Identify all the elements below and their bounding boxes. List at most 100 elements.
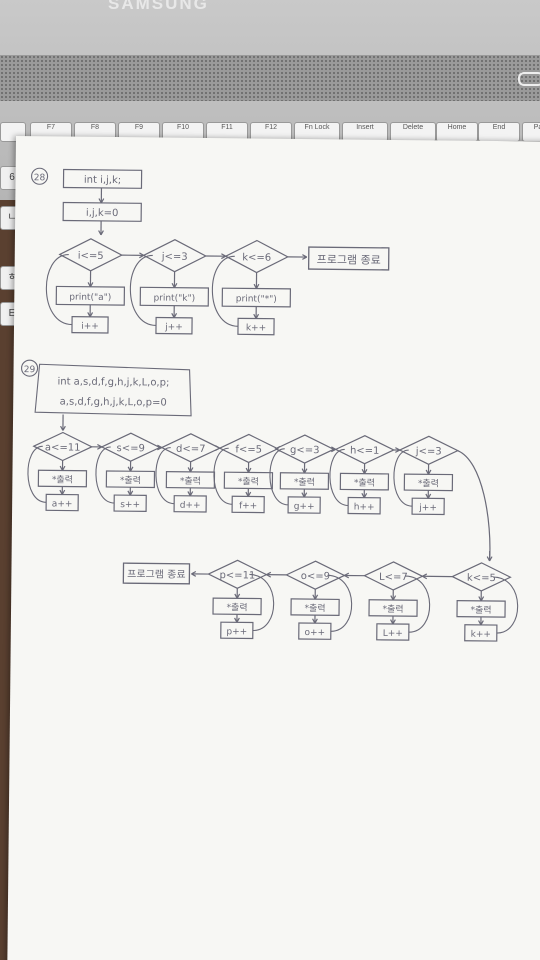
process-label: *출력 bbox=[180, 475, 201, 487]
process-label: f++ bbox=[239, 501, 257, 511]
loop-back-arrow bbox=[493, 576, 519, 634]
loop-back-arrow bbox=[393, 449, 413, 507]
arrow-head bbox=[245, 491, 252, 497]
process-label: *출력 bbox=[304, 602, 325, 614]
loop-back-arrow bbox=[95, 446, 115, 504]
process-label: *출력 bbox=[52, 473, 73, 485]
process-label: s++ bbox=[120, 500, 140, 510]
decision-diamond bbox=[207, 559, 268, 590]
arrow-head bbox=[390, 595, 397, 601]
indicator-light bbox=[518, 72, 540, 86]
arrow-head bbox=[97, 443, 103, 450]
arrow-head bbox=[361, 468, 368, 474]
loop-back-arrow bbox=[405, 575, 431, 633]
decision-label: p<=11 bbox=[219, 570, 255, 581]
decision-label: k<=6 bbox=[242, 252, 271, 263]
process-label: *출력 bbox=[418, 477, 439, 489]
arrow-head bbox=[139, 252, 145, 259]
process-label: i,j,k=0 bbox=[86, 208, 119, 219]
arrow-head bbox=[171, 282, 178, 288]
arrow-head bbox=[187, 467, 194, 473]
process-label: p++ bbox=[226, 627, 247, 637]
arrow-head bbox=[127, 466, 134, 472]
process-label: *출력 bbox=[120, 474, 141, 486]
arrow-head bbox=[344, 572, 350, 579]
process-label: int i,j,k; bbox=[84, 175, 121, 186]
process-label: g++ bbox=[294, 502, 315, 512]
decision-label: h<=1 bbox=[350, 446, 380, 457]
decision-label: d<=7 bbox=[176, 444, 206, 455]
loop-back-arrow bbox=[249, 573, 275, 632]
speaker-grille bbox=[0, 55, 540, 101]
problem-number: 29 bbox=[24, 365, 36, 375]
key-end: End bbox=[478, 122, 520, 142]
process-label: j++ bbox=[164, 323, 183, 333]
arrow-head bbox=[312, 618, 318, 624]
arrow-head bbox=[221, 253, 227, 260]
flow-connector bbox=[457, 450, 491, 562]
decision-label: o<=9 bbox=[301, 571, 330, 582]
process-label: *출력 bbox=[294, 476, 315, 488]
samsung-logo: SAMSUNG bbox=[108, 0, 209, 13]
arrow-head bbox=[253, 313, 260, 319]
decision-label: g<=3 bbox=[290, 445, 320, 456]
process-label: d++ bbox=[180, 501, 201, 511]
loop-back-arrow bbox=[327, 574, 353, 632]
problem-number: 28 bbox=[34, 173, 46, 183]
end-label: 프로그램 종료 bbox=[127, 568, 186, 581]
end-box bbox=[122, 562, 191, 585]
arrow-head bbox=[478, 596, 485, 602]
decision-label: f<=5 bbox=[235, 444, 262, 455]
process-label: *출력 bbox=[354, 477, 375, 489]
process-label: i++ bbox=[81, 322, 99, 332]
process-box bbox=[62, 168, 143, 189]
arrow-head bbox=[331, 446, 337, 453]
process-label: o++ bbox=[304, 628, 325, 638]
arrow-head bbox=[253, 283, 260, 289]
arrow-head bbox=[422, 573, 428, 580]
loop-back-arrow bbox=[329, 448, 349, 507]
arrow-head bbox=[98, 230, 104, 236]
arrow-head bbox=[361, 492, 368, 498]
loop-back-arrow bbox=[27, 445, 47, 503]
decision-label: a<=11 bbox=[45, 442, 81, 453]
process-label: j++ bbox=[418, 503, 437, 513]
arrow-head bbox=[266, 571, 272, 578]
arrow-head bbox=[187, 491, 194, 497]
arrow-head bbox=[60, 425, 66, 431]
decision-label: j<=3 bbox=[415, 446, 442, 457]
arrow-head bbox=[127, 490, 134, 496]
key-page: Pa bbox=[522, 122, 540, 142]
arrow-head bbox=[302, 254, 308, 260]
process-label: *출력 bbox=[470, 604, 491, 616]
decision-label: j<=3 bbox=[161, 252, 188, 263]
decision-diamond bbox=[363, 561, 424, 591]
decision-diamond bbox=[285, 560, 346, 590]
end-label: 프로그램 종료 bbox=[317, 253, 381, 267]
problem-number-circle bbox=[31, 167, 49, 185]
process-box bbox=[139, 286, 210, 307]
declaration-box bbox=[34, 363, 192, 417]
problem-number-circle bbox=[21, 359, 39, 377]
arrow-head bbox=[87, 312, 94, 318]
arrow-head bbox=[157, 444, 163, 451]
arrow-head bbox=[390, 619, 396, 625]
arrow-head bbox=[425, 493, 432, 499]
loop-back-arrow bbox=[213, 447, 233, 505]
decision-diamond bbox=[451, 562, 512, 592]
arrow-head bbox=[191, 570, 197, 577]
arrow-head bbox=[301, 492, 308, 498]
decision-label: i<=5 bbox=[78, 251, 104, 262]
declaration-text: int a,s,d,f,g,h,j,k,L,o,p; bbox=[57, 376, 169, 388]
process-label: k++ bbox=[246, 323, 266, 333]
arrow-head bbox=[59, 489, 66, 495]
arrow-head bbox=[234, 617, 240, 623]
loop-back-arrow bbox=[129, 254, 157, 327]
loop-back-arrow bbox=[45, 254, 73, 326]
process-label: L++ bbox=[383, 629, 403, 639]
arrow-head bbox=[312, 594, 319, 600]
arrow-head bbox=[395, 447, 401, 453]
